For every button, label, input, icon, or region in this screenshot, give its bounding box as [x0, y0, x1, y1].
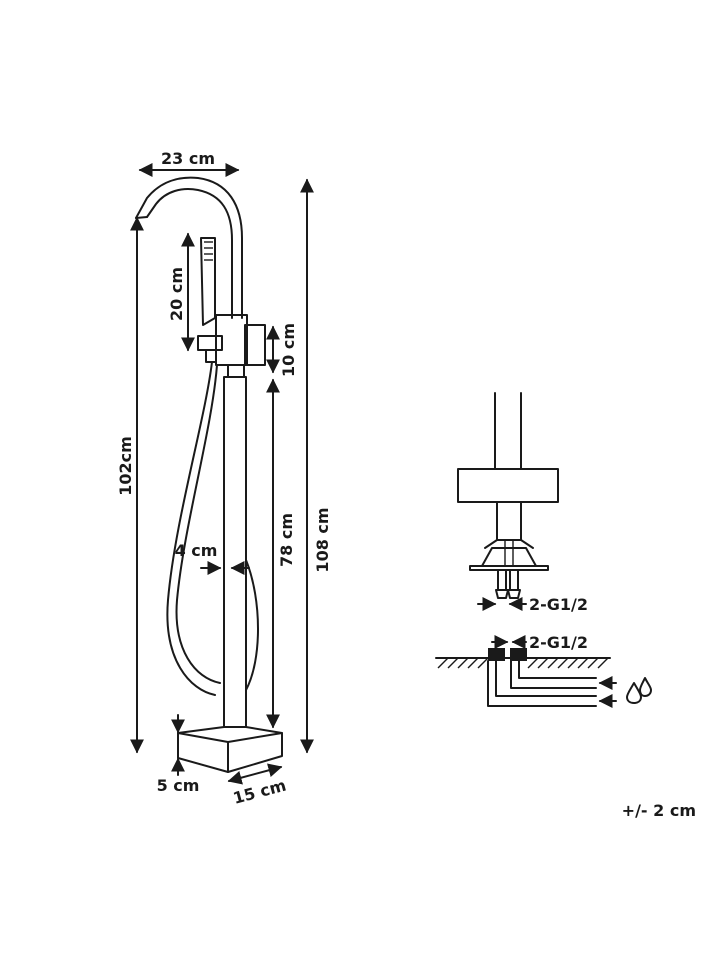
label-hand-shower: 20 cm [167, 267, 186, 321]
label-spout-height: 102cm [116, 436, 135, 496]
label-base-width: 15 cm [231, 776, 288, 808]
floor-hatch [437, 657, 609, 669]
spout [135, 176, 243, 319]
base [177, 726, 283, 773]
connector-right [509, 569, 519, 591]
connector-left [497, 569, 507, 591]
connection-detail: 2-G1/2 2-G1/2 [435, 392, 652, 708]
faucet-drawing [135, 176, 283, 773]
label-pipe-diameter: 4 cm [175, 541, 218, 560]
label-pipe-height: 78 cm [277, 513, 296, 567]
shower-hose [166, 361, 216, 696]
mixer-lever [244, 324, 266, 366]
shower-holder [197, 335, 223, 351]
label-thread-lower: 2-G1/2 [529, 633, 588, 652]
mixer-body [215, 314, 248, 366]
supply-pipe-outer [487, 660, 597, 707]
tolerance-note: +/- 2 cm [622, 801, 696, 820]
label-base-height: 5 cm [157, 776, 200, 795]
dimension-line-base-width [227, 763, 283, 785]
water-drops-icon [626, 677, 652, 704]
fitting-left [488, 648, 505, 661]
fitting-right [510, 648, 527, 661]
label-total-height: 108 cm [313, 507, 332, 572]
label-spout-reach: 23 cm [161, 149, 215, 168]
main-column [223, 376, 247, 728]
hand-shower [200, 237, 216, 326]
supply-pipe-inner [510, 660, 597, 689]
floor-flange [457, 468, 559, 503]
label-mixer-height: 10 cm [279, 323, 298, 377]
mounting-bracket [469, 565, 549, 571]
label-thread-upper: 2-G1/2 [529, 595, 588, 614]
